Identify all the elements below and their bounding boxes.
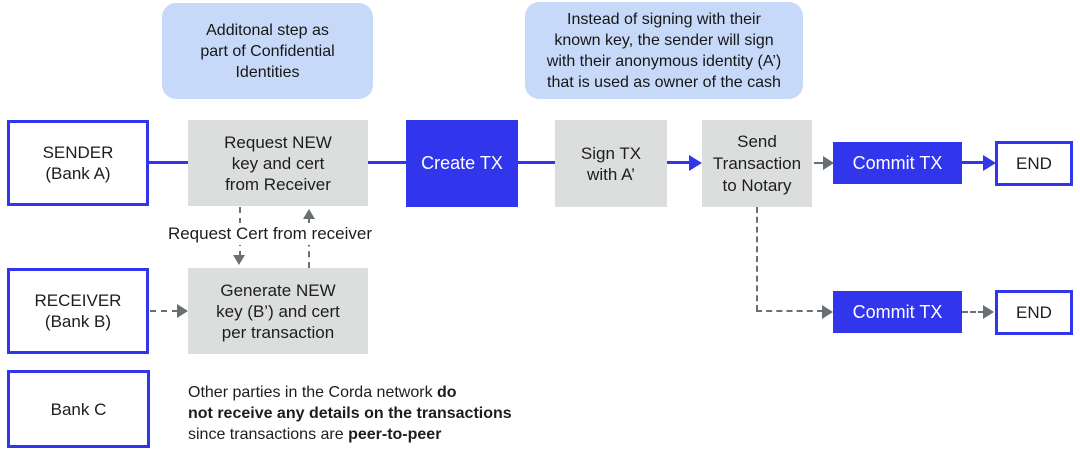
- dashed-notary-elbow-horizontal-line: [756, 310, 823, 312]
- step-commit-tx-sender: Commit TX: [833, 142, 962, 184]
- end-node-receiver: END: [995, 290, 1073, 335]
- step-request-new-key: Request NEW key and cert from Receiver: [188, 120, 368, 206]
- connector-sender-to-request: [149, 161, 188, 164]
- step-send-to-notary: Send Transaction to Notary: [702, 120, 812, 207]
- callout-anonymous-identity: Instead of signing with their known key,…: [525, 2, 803, 99]
- dashed-receiver-to-generate-line: [150, 310, 178, 312]
- connector-create-to-sign: [518, 161, 555, 164]
- actor-bank-c: Bank C: [7, 370, 150, 448]
- arrow-commit-to-end-head-icon: [983, 155, 996, 171]
- dashed-return-cert-up-head-icon: [303, 209, 315, 219]
- arrow-commit-to-end-line: [962, 161, 984, 164]
- dashed-request-cert-down-head-icon: [233, 255, 245, 265]
- dashed-commit-to-end-receiver-head-icon: [983, 305, 994, 319]
- dashed-send-to-commit-head-icon: [823, 156, 834, 170]
- dashed-notary-elbow-vertical-line: [756, 207, 758, 311]
- dashed-notary-elbow-head-icon: [822, 305, 833, 319]
- label-request-cert: Request Cert from receiver: [152, 223, 388, 245]
- end-node-sender: END: [995, 141, 1073, 186]
- connector-request-to-create: [368, 161, 406, 164]
- step-generate-new-key: Generate NEW key (B’) and cert per trans…: [188, 268, 368, 354]
- arrow-sign-to-send-head-icon: [689, 155, 702, 171]
- actor-receiver-bank-b: RECEIVER (Bank B): [7, 268, 149, 354]
- arrow-sign-to-send-line: [667, 161, 691, 164]
- dashed-receiver-to-generate-head-icon: [177, 304, 188, 318]
- dashed-send-to-commit-line: [814, 162, 825, 164]
- step-commit-tx-receiver: Commit TX: [833, 291, 962, 333]
- callout-confidential-identities: Additonal step as part of Confidential I…: [162, 3, 373, 99]
- step-sign-tx: Sign TX with A’: [555, 120, 667, 207]
- actor-sender-bank-a: SENDER (Bank A): [7, 120, 149, 206]
- step-create-tx: Create TX: [406, 120, 518, 207]
- dashed-commit-to-end-receiver-line: [962, 311, 984, 313]
